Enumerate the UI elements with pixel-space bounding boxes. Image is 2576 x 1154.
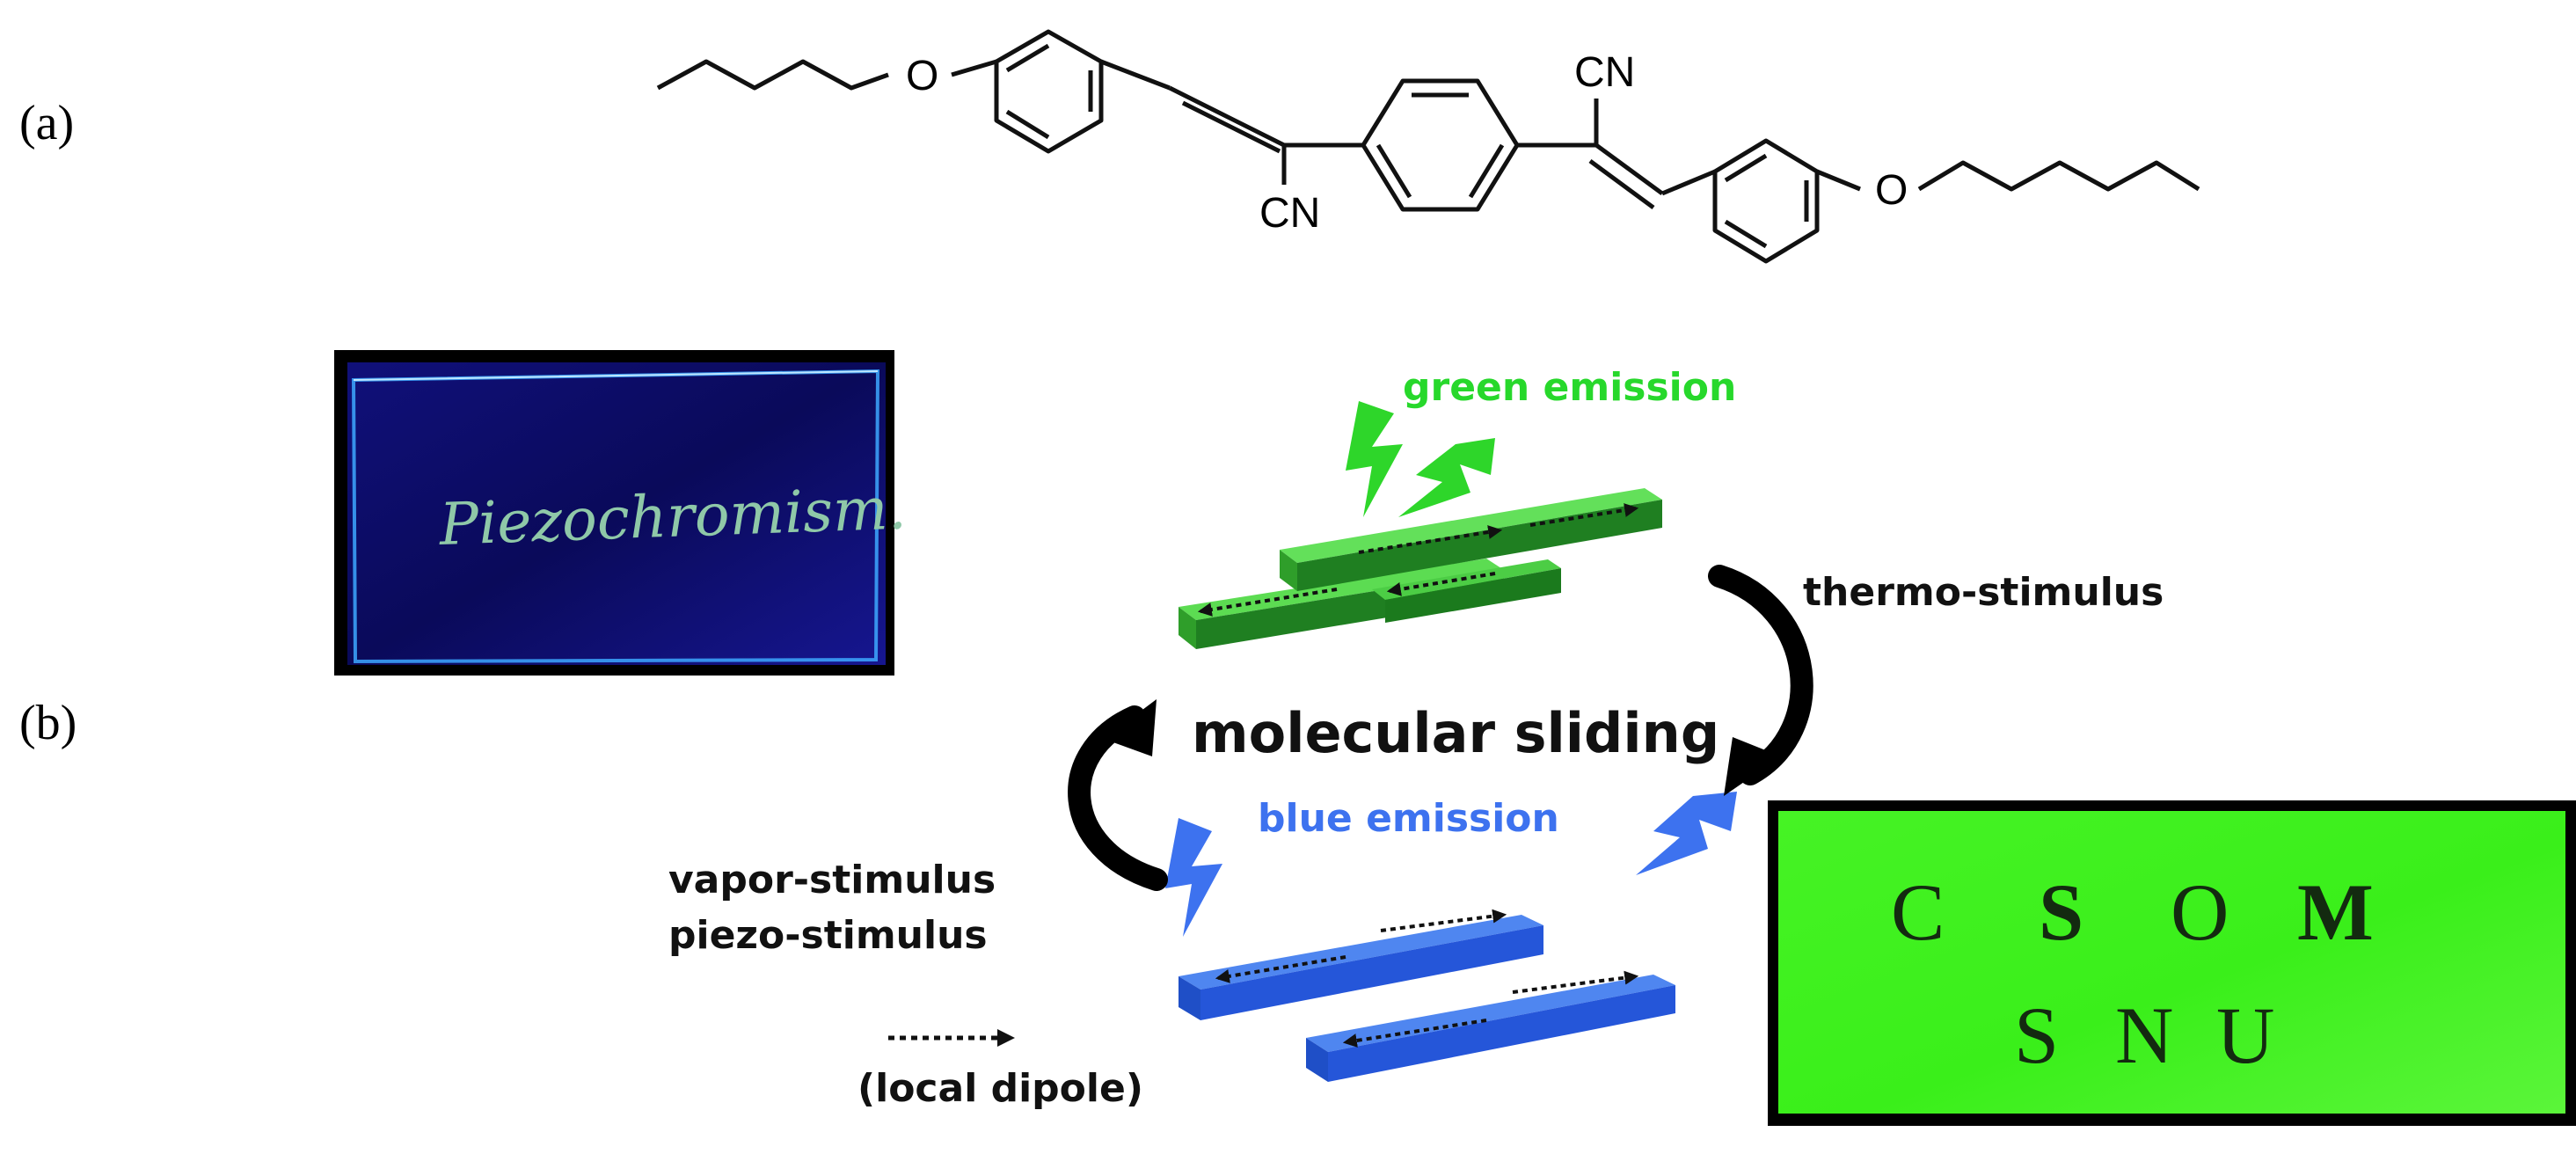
- right-oxygen-label: O: [1875, 167, 1908, 214]
- blue-lightning-icon: [1165, 792, 1737, 937]
- photo-letter-n: N: [2115, 990, 2173, 1080]
- thermo-stimulus-arrow: [1708, 565, 1813, 796]
- left-benzene-ring: [994, 29, 1104, 154]
- green-emission-label: green emission: [1403, 365, 1736, 410]
- local-dipole-label: (local dipole): [857, 1066, 1143, 1111]
- piezo-stimulus-label: piezo-stimulus: [668, 913, 988, 958]
- left-ether-bond: [951, 59, 997, 77]
- molecular-structure: [656, 29, 2200, 264]
- photo-letter-s2: S: [2014, 990, 2059, 1080]
- photo-letter-o: O: [2171, 867, 2229, 957]
- left-oxygen-label: O: [906, 53, 938, 99]
- left-double-bond: [1168, 85, 1286, 148]
- central-benzene-ring: [1361, 78, 1520, 212]
- vapor-piezo-stimulus-arrow: [1068, 699, 1168, 891]
- right-butyl-chain: [1917, 160, 2200, 192]
- cn-bottom-label: CN: [1259, 190, 1320, 237]
- photo-letter-s1: S: [2039, 867, 2083, 957]
- panel-label-a: (a): [19, 96, 75, 150]
- vapor-stimulus-label: vapor-stimulus: [668, 858, 996, 902]
- thermo-stimulus-label: thermo-stimulus: [1803, 570, 2164, 615]
- photo-piezochromism: Piezochromism.: [334, 350, 908, 676]
- blue-molecular-stack: [1179, 909, 1675, 1082]
- right-ether-bond: [1816, 169, 1861, 192]
- green-molecular-stack: [1179, 488, 1662, 649]
- green-lightning-icon: [1346, 401, 1495, 517]
- left-butyl-chain: [656, 59, 889, 91]
- panel-label-b: (b): [19, 696, 77, 750]
- photo-letter-m: M: [2297, 867, 2374, 957]
- photo-letter-c: C: [1891, 867, 1945, 957]
- piezochromism-writing: Piezochromism.: [437, 474, 907, 559]
- photo-letter-u: U: [2216, 990, 2274, 1080]
- right-benzene-ring: [1712, 138, 1820, 264]
- cn-top-label: CN: [1574, 49, 1635, 96]
- photo-csom-snu: C S O M S N U: [1768, 800, 2576, 1126]
- blue-emission-label: blue emission: [1258, 796, 1559, 841]
- left-vinyl-bond: [1100, 59, 1171, 91]
- molecular-sliding-label: molecular sliding: [1192, 701, 1719, 765]
- right-double-bond: [1594, 142, 1664, 196]
